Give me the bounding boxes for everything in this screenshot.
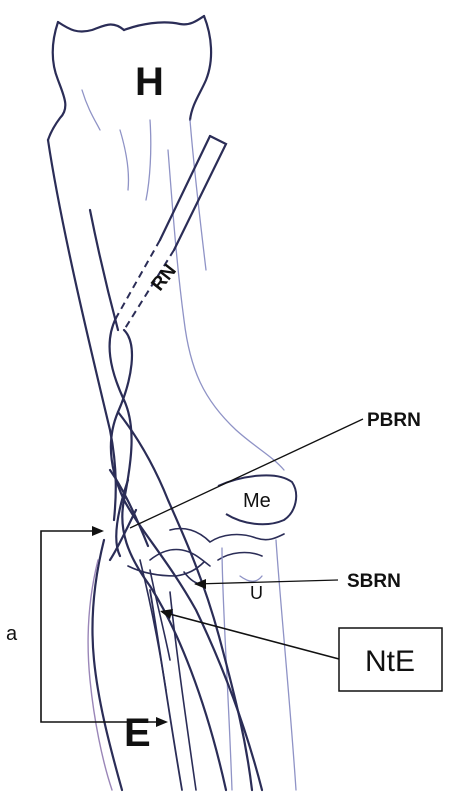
pbrn-label: PBRN bbox=[367, 410, 421, 431]
sbrn-label: SBRN bbox=[347, 571, 401, 592]
humerus-outline bbox=[48, 16, 211, 520]
epicondyle-label: E bbox=[124, 711, 151, 755]
bracket-a-bottom-arrowhead bbox=[156, 717, 168, 727]
sbrn-leader-line bbox=[195, 580, 338, 584]
nte-arrowhead bbox=[160, 609, 173, 619]
bracket-a-top-arrowhead bbox=[92, 526, 104, 536]
humerus-label: H bbox=[135, 60, 164, 104]
ulna-label: U bbox=[250, 583, 263, 603]
ulna-outline bbox=[222, 540, 296, 790]
sbrn-arrowhead bbox=[194, 579, 206, 589]
bracket-a-label: a bbox=[6, 623, 18, 645]
bracket-a bbox=[41, 531, 165, 722]
humerus-inner-contour bbox=[82, 90, 284, 470]
elbow-joint-contour bbox=[128, 529, 284, 577]
radial-nerve-label: RN bbox=[147, 261, 180, 296]
nte-leader-line bbox=[162, 612, 339, 659]
nte-label: NtE bbox=[365, 645, 415, 678]
medial-epicondyle-label: Me bbox=[243, 490, 271, 512]
